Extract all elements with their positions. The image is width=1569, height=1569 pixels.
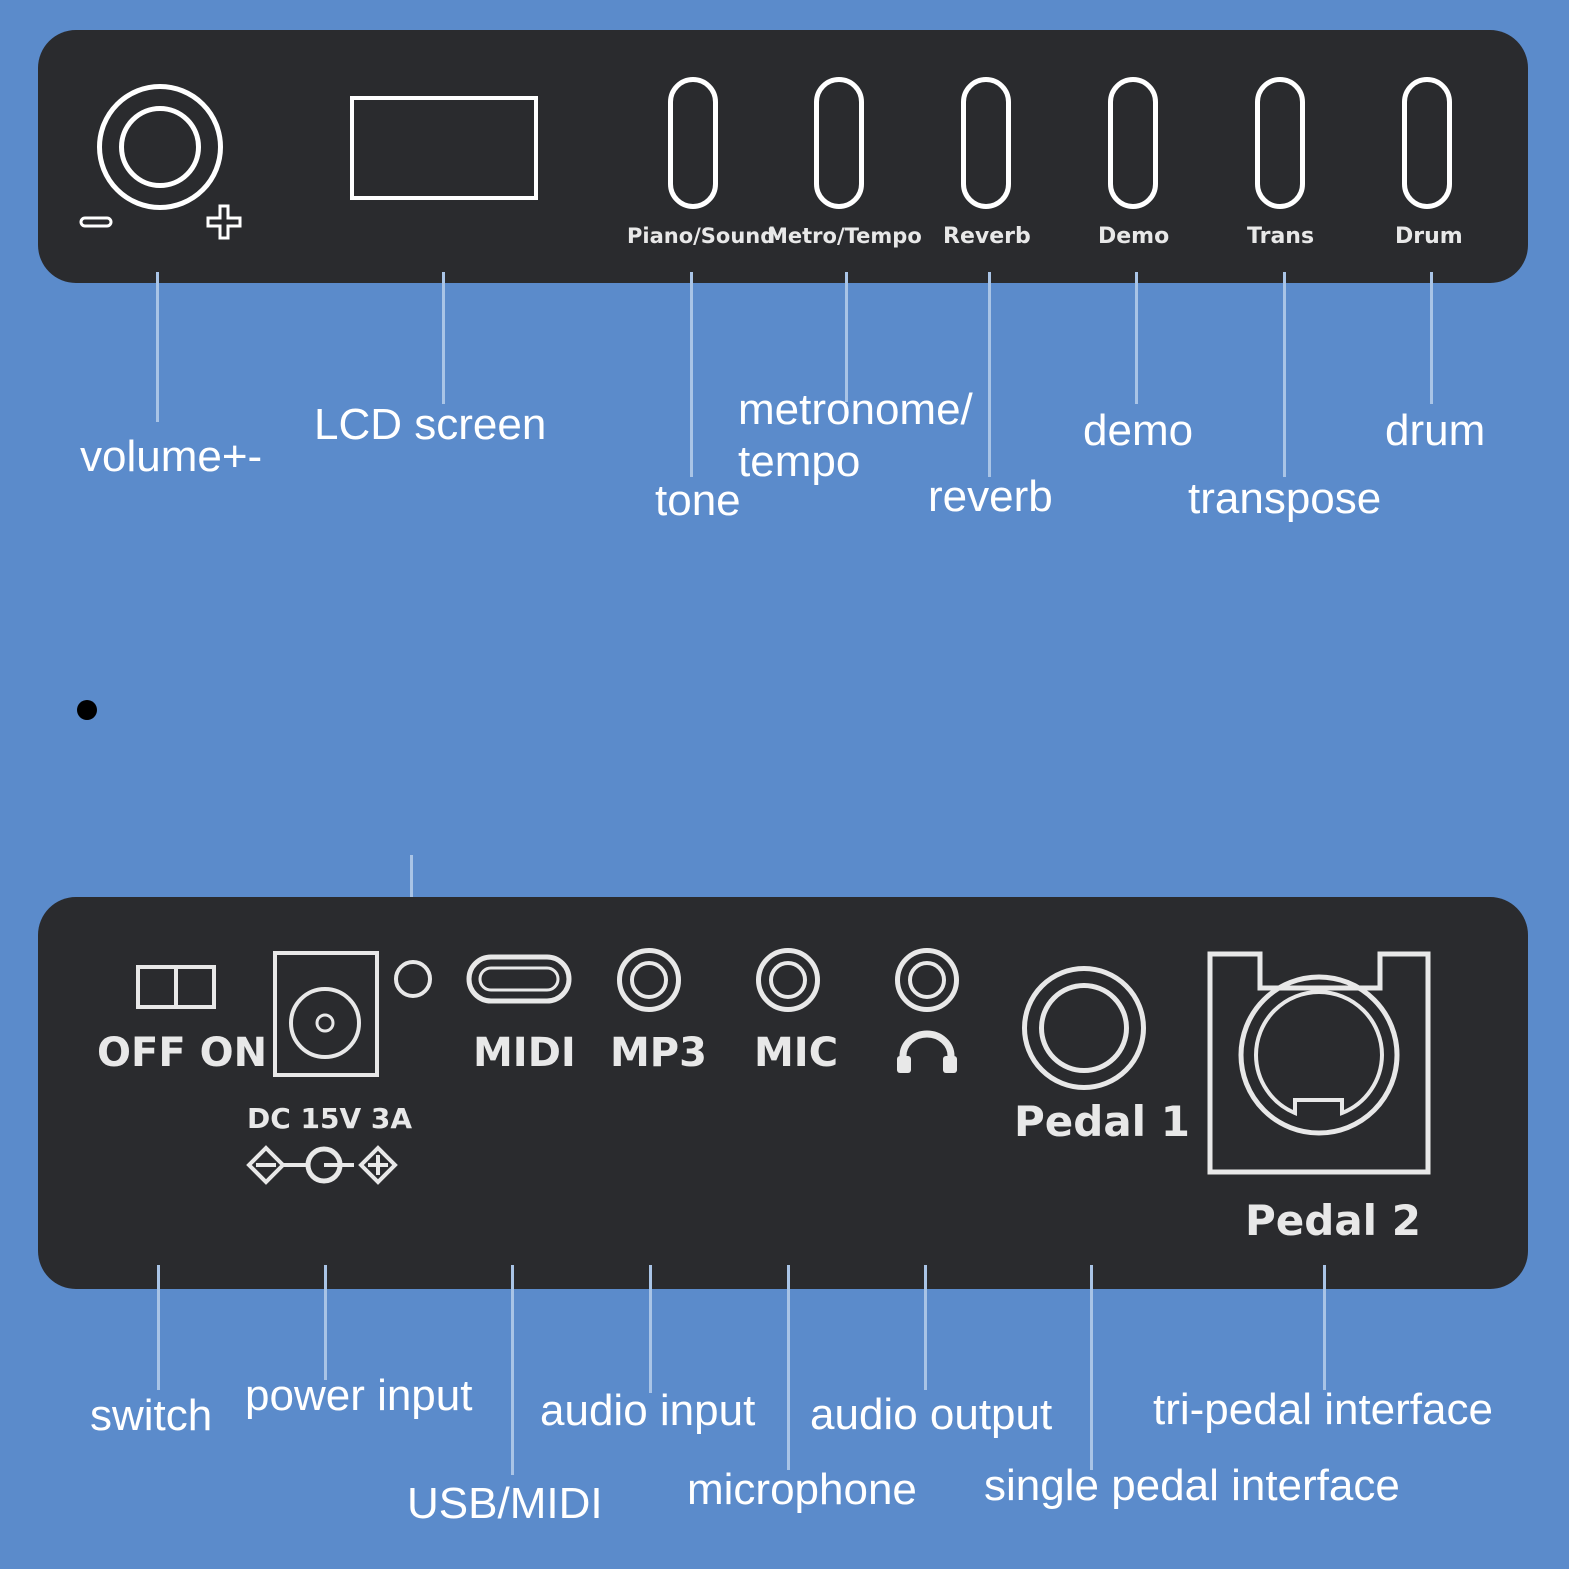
callout-reverb: reverb	[928, 472, 1053, 521]
callout-drum: drum	[1385, 406, 1486, 455]
leader-line	[988, 272, 991, 477]
mp3-jack[interactable]	[617, 948, 681, 1012]
usb-c-midi-port[interactable]	[466, 954, 572, 1004]
leader-line	[1323, 1265, 1326, 1390]
headphones-icon	[897, 1030, 957, 1073]
volume-knob[interactable]	[97, 84, 223, 210]
piano-sound-label: Piano/Sound	[627, 224, 776, 248]
leader-line	[324, 1265, 327, 1380]
callout-transpose: transpose	[1188, 474, 1382, 523]
dc-power-jack[interactable]	[272, 950, 380, 1078]
pedal-1-label: Pedal 1	[1014, 1097, 1190, 1146]
callout-metronome: metronome/	[738, 385, 973, 434]
mic-label: MIC	[754, 1030, 839, 1076]
callout-demo: demo	[1083, 406, 1194, 455]
leader-line	[845, 272, 848, 402]
leader-line	[442, 272, 445, 404]
leader-line	[649, 1265, 652, 1393]
small-hole	[394, 960, 432, 998]
reverb-label: Reverb	[943, 224, 1031, 249]
callout-tempo: tempo	[738, 437, 861, 486]
demo-label: Demo	[1098, 224, 1170, 249]
leader-line	[690, 272, 693, 477]
top-control-panel	[38, 30, 1528, 283]
demo-button[interactable]	[1108, 77, 1158, 209]
headphone-jack-inner	[908, 961, 946, 999]
metro-tempo-button[interactable]	[814, 77, 864, 209]
mp3-label: MP3	[610, 1030, 707, 1076]
leader-line	[1283, 272, 1286, 477]
midi-label: MIDI	[473, 1030, 576, 1076]
power-switch[interactable]	[136, 965, 216, 1009]
callout-power-input: power input	[245, 1371, 473, 1420]
callout-lcd-screen: LCD screen	[314, 400, 547, 449]
mic-jack[interactable]	[756, 948, 820, 1012]
leader-line	[511, 1265, 514, 1475]
drum-label: Drum	[1395, 224, 1463, 249]
leader-line	[1090, 1265, 1093, 1470]
piano-sound-button[interactable]	[668, 77, 718, 209]
pedal-2-label: Pedal 2	[1245, 1196, 1421, 1245]
pedal-1-jack[interactable]	[1022, 966, 1146, 1090]
drum-button[interactable]	[1402, 77, 1452, 209]
lcd-screen	[350, 96, 538, 200]
callout-single-pedal-interface: single pedal interface	[984, 1461, 1400, 1510]
leader-line	[157, 1265, 160, 1390]
callout-audio-input: audio input	[540, 1386, 756, 1435]
headphone-jack[interactable]	[895, 948, 959, 1012]
mp3-jack-inner	[630, 961, 668, 999]
leader-line	[1430, 272, 1433, 404]
callout-usb-midi: USB/MIDI	[407, 1479, 603, 1528]
reverb-button[interactable]	[961, 77, 1011, 209]
callout-microphone: microphone	[687, 1465, 917, 1514]
callout-audio-output: audio output	[810, 1390, 1053, 1439]
plus-icon	[206, 204, 242, 240]
switch-label: OFF ON	[97, 1030, 268, 1076]
polarity-icon	[246, 1145, 398, 1185]
callout-volume: volume+-	[80, 432, 263, 481]
leader-line	[156, 272, 159, 422]
trans-label: Trans	[1247, 224, 1315, 249]
callout-tri-pedal-interface: tri-pedal interface	[1153, 1385, 1493, 1434]
bullet-dot	[77, 700, 97, 720]
power-rating-label: DC 15V 3A	[247, 1102, 413, 1135]
metro-tempo-label: Metro/Tempo	[767, 224, 922, 248]
pedal-1-jack-inner	[1039, 983, 1129, 1073]
mic-jack-inner	[769, 961, 807, 999]
pedal-2-connector[interactable]	[1206, 950, 1434, 1176]
volume-knob-inner	[119, 106, 201, 188]
callout-tone: tone	[655, 476, 741, 525]
trans-button[interactable]	[1255, 77, 1305, 209]
leader-line	[924, 1265, 927, 1390]
minus-icon	[79, 216, 113, 228]
leader-line	[410, 855, 413, 917]
callout-switch: switch	[90, 1391, 213, 1440]
leader-line	[1135, 272, 1138, 404]
leader-line	[787, 1265, 790, 1470]
